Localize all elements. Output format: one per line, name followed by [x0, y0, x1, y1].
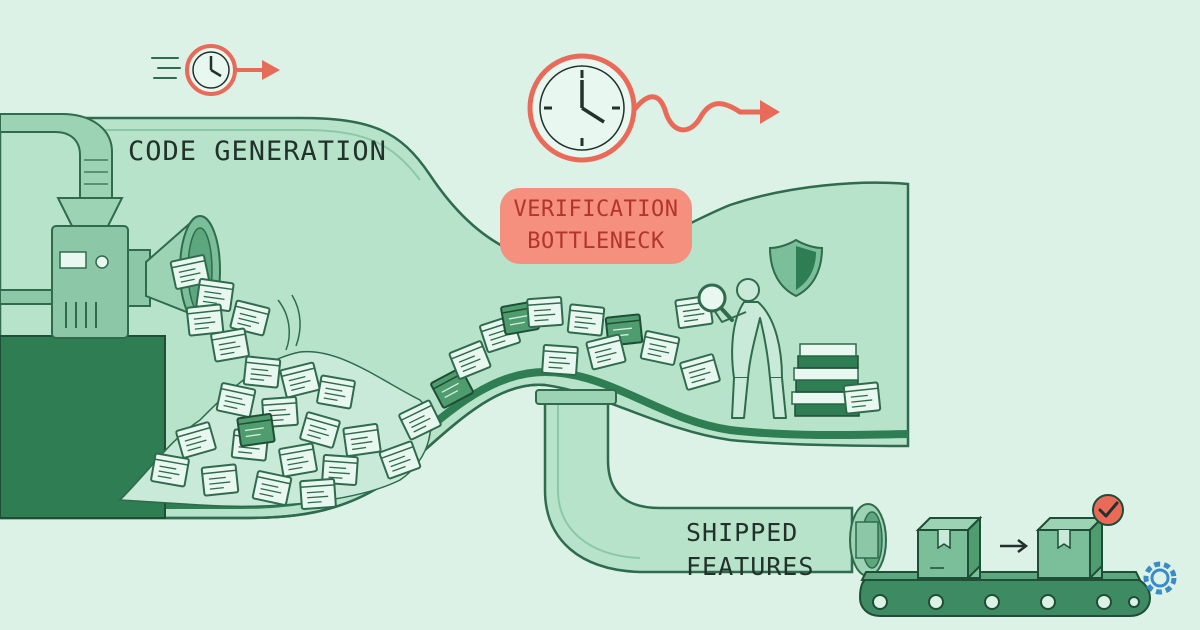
magnifier-icon [697, 283, 734, 322]
code-document-pile [118, 253, 443, 511]
arrow-right-icon [631, 94, 780, 133]
conveyor-belt [858, 571, 1152, 617]
arrow-right-icon [1000, 539, 1029, 553]
package-box-icon [1035, 515, 1105, 581]
clock-icon [151, 44, 237, 96]
package-box-icon [915, 515, 983, 581]
gear-icon [1143, 561, 1177, 595]
shipped-label-line2: FEATURES [686, 552, 815, 581]
clock-icon [527, 53, 637, 163]
shipped-label-line1: SHIPPED [686, 518, 799, 547]
verified-document-stack [791, 343, 882, 417]
inspector-figure [713, 278, 787, 419]
checkmark-icon [1092, 494, 1124, 526]
verification-bottleneck-badge: VERIFICATION BOTTLENECK [500, 188, 692, 264]
verification-label-line1: VERIFICATION [513, 197, 679, 222]
code-generation-label: CODE GENERATION [128, 136, 387, 167]
shipped-features-label: SHIPPED FEATURES [686, 516, 814, 584]
feed-pipe [0, 113, 113, 201]
shield-icon [768, 238, 824, 298]
arrow-right-icon [235, 60, 280, 80]
elbow-pipe [543, 394, 854, 574]
verification-label-line2: BOTTLENECK [527, 229, 665, 254]
